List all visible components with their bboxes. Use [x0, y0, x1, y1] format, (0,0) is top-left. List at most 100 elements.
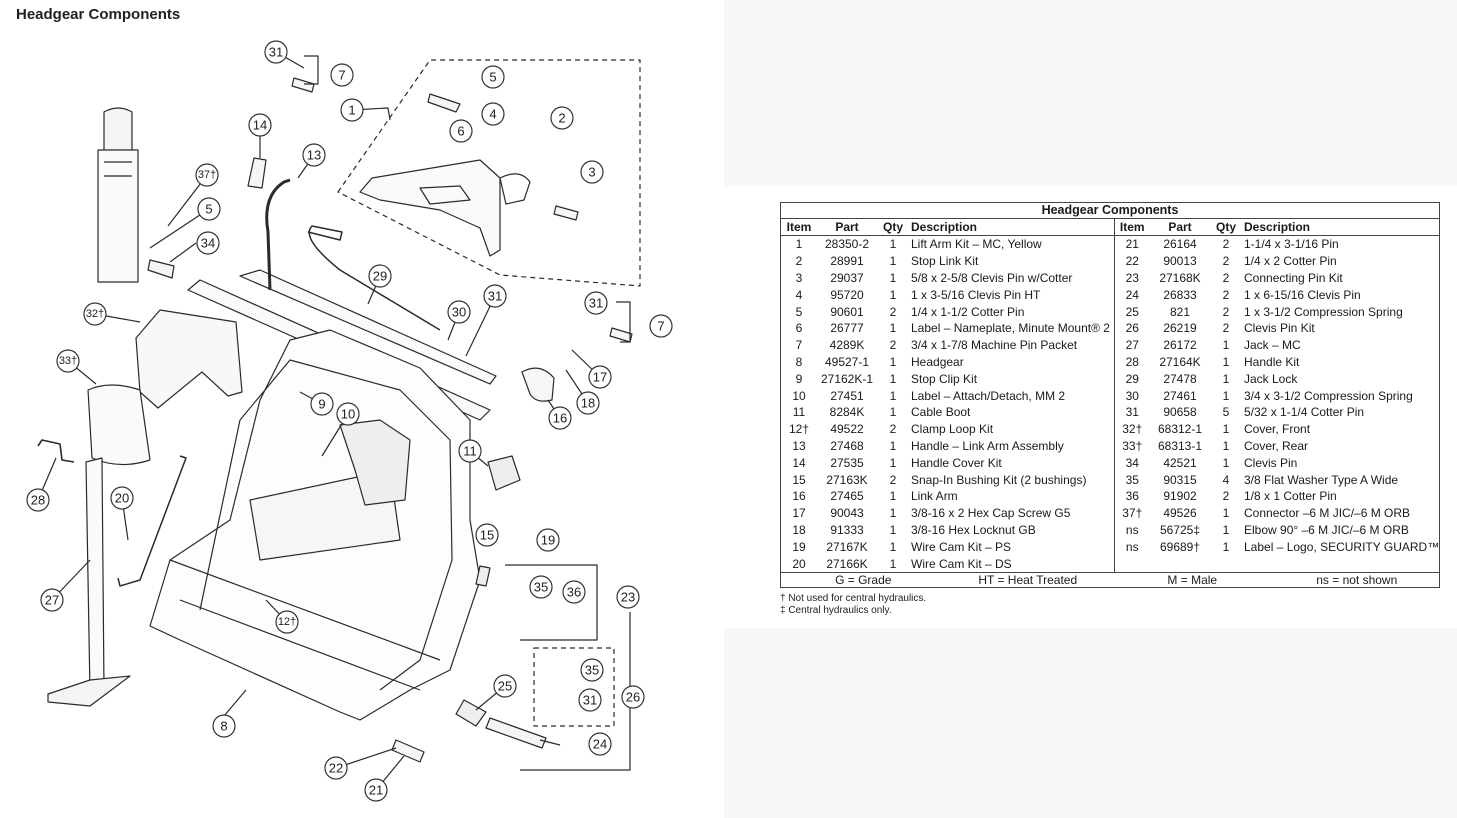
- cell-item: 8: [795, 354, 803, 369]
- svg-text:18: 18: [581, 396, 595, 411]
- cell-part: 4289K: [829, 338, 865, 353]
- connecting-pin-kit-bracket: [520, 612, 631, 771]
- callout: 23: [616, 585, 640, 609]
- pin-21: [391, 739, 425, 763]
- cell-part: 27451: [830, 388, 864, 403]
- cell-part: 95720: [830, 287, 864, 302]
- cell-item: 20: [792, 556, 806, 571]
- clevis-pin-24: [485, 717, 547, 749]
- svg-text:14: 14: [253, 118, 267, 133]
- callout: 4: [481, 102, 505, 126]
- page-gutter-top: [724, 0, 1457, 186]
- callout: 8: [212, 714, 236, 738]
- cell-item: 5: [795, 304, 803, 319]
- cell-part: 26164: [1163, 237, 1197, 252]
- cell-item: 34: [1113, 454, 1150, 472]
- cell-qty: 1: [889, 405, 897, 420]
- jack: [85, 457, 105, 695]
- wire-cam-kit-bracket: [505, 564, 598, 641]
- callout: 31: [584, 291, 608, 315]
- callout: 11: [458, 439, 482, 463]
- cell-part: 68313-1: [1157, 438, 1203, 453]
- legend-item: G = Grade: [835, 572, 892, 587]
- svg-text:26: 26: [626, 690, 640, 705]
- cell-description: Cover, Rear: [1244, 438, 1309, 453]
- cell-part: 49522: [830, 422, 864, 437]
- callout: 19: [536, 528, 560, 552]
- cell-qty: 1: [889, 237, 897, 252]
- cell-description: Jack – MC: [1244, 338, 1301, 353]
- svg-text:19: 19: [541, 533, 555, 548]
- cell-qty: 1: [889, 270, 897, 285]
- cell-item: 3: [795, 270, 803, 285]
- cell-part: 26172: [1163, 338, 1197, 353]
- callout: 9: [310, 392, 334, 416]
- page-title: Headgear Components: [16, 6, 181, 23]
- cell-item: 12†: [788, 422, 810, 437]
- rear-cover: [87, 384, 151, 466]
- cell-item: 22: [1113, 252, 1150, 270]
- lift-arm: [359, 159, 501, 257]
- col-header-item: Item: [1113, 219, 1150, 236]
- callout: 2: [550, 106, 574, 130]
- cell-qty: 1: [1222, 371, 1230, 386]
- callout: 31: [483, 284, 507, 308]
- cable-boot: [487, 455, 521, 491]
- legend-item: HT = Heat Treated: [978, 572, 1078, 587]
- svg-text:6: 6: [457, 124, 464, 139]
- cell-part: 27465: [830, 489, 864, 504]
- cell-description: 5/32 x 1-1/4 Cotter Pin: [1244, 405, 1365, 420]
- callout: 37†: [195, 163, 219, 187]
- col-header-part: Part: [1150, 219, 1210, 236]
- cell-part: 26777: [830, 321, 864, 336]
- cell-description: 3/8-16 x 2 Hex Cap Screw G5: [911, 506, 1071, 521]
- footnote: † Not used for central hydraulics.: [780, 593, 927, 604]
- cell-part: 26833: [1163, 287, 1197, 302]
- cell-description: 1/8 x 1 Cotter Pin: [1244, 489, 1337, 504]
- svg-text:29: 29: [373, 269, 387, 284]
- callout: 5: [481, 65, 505, 89]
- svg-text:7: 7: [657, 319, 664, 334]
- callout: 18: [576, 391, 600, 415]
- compression-spring-25: [455, 699, 487, 727]
- cell-description: Stop Clip Kit: [911, 371, 978, 386]
- svg-text:35: 35: [585, 663, 599, 678]
- cell-item: 16: [792, 489, 806, 504]
- cell-description: Clevis Pin: [1244, 455, 1298, 470]
- legend-item: M = Male: [1167, 572, 1218, 587]
- callout: 6: [449, 119, 473, 143]
- cell-qty: 1: [889, 354, 897, 369]
- cell-item: 23: [1113, 269, 1150, 287]
- cell-item: 17: [792, 506, 806, 521]
- callout: 36: [562, 580, 586, 604]
- cell-description: Headgear: [911, 354, 964, 369]
- cell-part: 27168K: [1159, 270, 1201, 285]
- cell-part: 27166K: [826, 556, 868, 571]
- cell-item: 31: [1113, 403, 1150, 421]
- col-header-part: Part: [817, 219, 877, 236]
- cell-description: 1-1/4 x 3-1/16 Pin: [1244, 237, 1339, 252]
- cell-qty: 1: [889, 388, 897, 403]
- cell-description: 3/4 x 1-7/8 Machine Pin Packet: [911, 338, 1078, 353]
- cell-description: 1 x 6-15/16 Clevis Pin: [1244, 287, 1361, 302]
- svg-text:30: 30: [452, 305, 466, 320]
- cell-description: Jack Lock: [1244, 371, 1298, 386]
- col-header-qty: Qty: [877, 219, 909, 236]
- cell-description: Handle Kit: [1244, 354, 1300, 369]
- svg-text:5: 5: [489, 70, 496, 85]
- cell-part: 27478: [1163, 371, 1197, 386]
- svg-text:37†: 37†: [198, 169, 216, 181]
- parts-table: Item Part Qty Description Item Part Qty …: [781, 219, 1439, 572]
- cell-part: 90315: [1163, 472, 1197, 487]
- cell-qty: 2: [1222, 304, 1230, 319]
- cell-qty: 1: [889, 489, 897, 504]
- cell-qty: 2: [889, 472, 897, 487]
